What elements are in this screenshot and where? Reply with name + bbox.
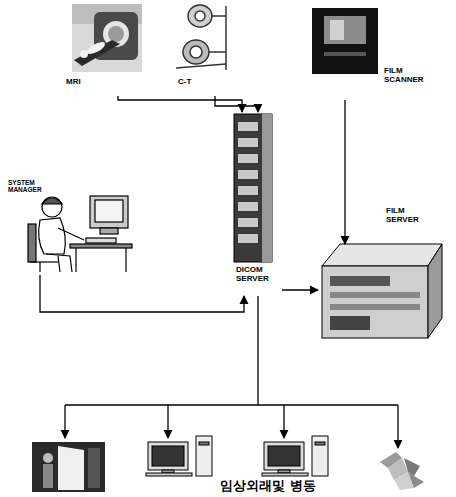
ct-illustration <box>176 64 226 68</box>
client-computer <box>262 473 308 476</box>
connector-arrow <box>215 96 258 112</box>
ct-illustration <box>209 51 226 53</box>
dicom-server-illustration <box>262 114 272 262</box>
manager-illustration <box>95 200 123 222</box>
manager-illustration <box>46 254 72 272</box>
manager-illustration <box>70 244 132 248</box>
dicom-server-illustration <box>238 154 258 163</box>
node-label: C-T <box>178 78 228 87</box>
dicom-server-illustration <box>238 202 258 211</box>
outpatient-illustration <box>58 446 84 490</box>
film-server-illustration <box>330 276 390 286</box>
outpatient-illustration <box>88 448 100 488</box>
connector-arrow <box>282 289 318 290</box>
client-computer <box>315 442 325 445</box>
film-server-illustration <box>330 316 370 330</box>
mri-illustration <box>80 50 88 58</box>
dicom-server-illustration <box>238 218 258 227</box>
mri-illustration <box>72 4 142 72</box>
client-computer <box>148 442 188 470</box>
manager-illustration <box>39 262 40 272</box>
ct-illustration <box>183 40 209 64</box>
connector-arrow <box>118 96 242 112</box>
client-computer <box>152 446 184 466</box>
ward-label: 임상외래및 병동 <box>220 479 316 493</box>
ct-illustration <box>195 11 205 21</box>
outpatient-illustration <box>32 442 105 492</box>
mri-illustration <box>108 26 124 42</box>
manager-illustration <box>90 196 128 228</box>
client-computer <box>268 446 300 466</box>
film-scanner-illustration <box>324 16 366 44</box>
network-icon <box>408 472 424 488</box>
dicom-server-illustration <box>234 114 272 262</box>
client-computer <box>312 436 328 476</box>
ct-node: C-T <box>168 2 236 96</box>
client-bus <box>397 405 398 448</box>
dicom-server-node: DICOM SERVER <box>228 112 282 296</box>
client-computer <box>146 436 212 476</box>
film-server-illustration <box>330 292 420 298</box>
manager-illustration <box>39 218 66 254</box>
film-server-illustration <box>330 304 420 310</box>
outpatient-illustration <box>32 442 105 492</box>
manager-illustration <box>100 228 118 234</box>
outpatient-illustration <box>43 453 53 463</box>
film-server-illustration <box>322 244 442 266</box>
manager-illustration <box>58 228 84 240</box>
mri-node: MRI <box>62 2 146 96</box>
dicom-server-illustration <box>238 186 258 195</box>
manager-illustration <box>42 198 62 204</box>
client-computer <box>196 436 212 476</box>
manager-illustration <box>86 238 116 243</box>
mri-illustration <box>85 40 106 56</box>
ct-illustration <box>190 46 202 58</box>
ct-illustration <box>188 5 212 27</box>
ct-illustration <box>176 5 226 70</box>
connector-arrow <box>40 275 244 312</box>
node-label: FILM SCANNER <box>384 67 430 85</box>
client-computer <box>199 442 209 445</box>
film-scanner-illustration <box>330 20 344 40</box>
mri-illustration <box>72 4 142 72</box>
connector-arrow <box>344 100 345 244</box>
client-bus <box>167 405 168 438</box>
manager-illustration <box>42 197 62 217</box>
client-computer <box>262 436 328 476</box>
film-server-illustration <box>322 244 442 338</box>
dicom-server-illustration <box>234 114 272 262</box>
film-scanner-illustration <box>312 8 378 74</box>
client-computer <box>146 473 192 476</box>
dicom-server-illustration <box>238 122 258 131</box>
manager-illustration <box>75 248 76 272</box>
system-manager-node: SYSTEM MANAGER <box>5 178 135 275</box>
client-bus <box>64 405 65 438</box>
manager-illustration <box>28 196 132 272</box>
node-label: SYSTEM MANAGER <box>8 179 48 193</box>
network-icon <box>380 452 424 490</box>
film-scanner-node: FILM SCANNER <box>308 5 452 100</box>
film-server-illustration <box>428 244 442 338</box>
outpatient-illustration <box>43 464 53 488</box>
manager-illustration <box>28 224 36 262</box>
film-server-illustration <box>322 266 428 338</box>
node-label: DICOM SERVER <box>236 266 276 284</box>
film-scanner-illustration <box>324 52 366 56</box>
manager-illustration <box>125 248 126 272</box>
node-label: FILM SERVER <box>386 207 432 225</box>
ct-illustration <box>212 15 226 17</box>
client-computer <box>264 442 304 470</box>
manager-illustration <box>30 261 58 262</box>
dicom-server-illustration <box>238 170 258 179</box>
client-bus <box>283 405 284 438</box>
mri-illustration <box>74 40 120 66</box>
film-server-node: FILM SERVER <box>318 205 444 347</box>
node-label: MRI <box>66 78 126 87</box>
film-scanner-illustration <box>312 8 378 74</box>
dicom-server-illustration <box>238 138 258 147</box>
dicom-server-illustration <box>238 234 258 243</box>
client-bus <box>65 296 398 448</box>
